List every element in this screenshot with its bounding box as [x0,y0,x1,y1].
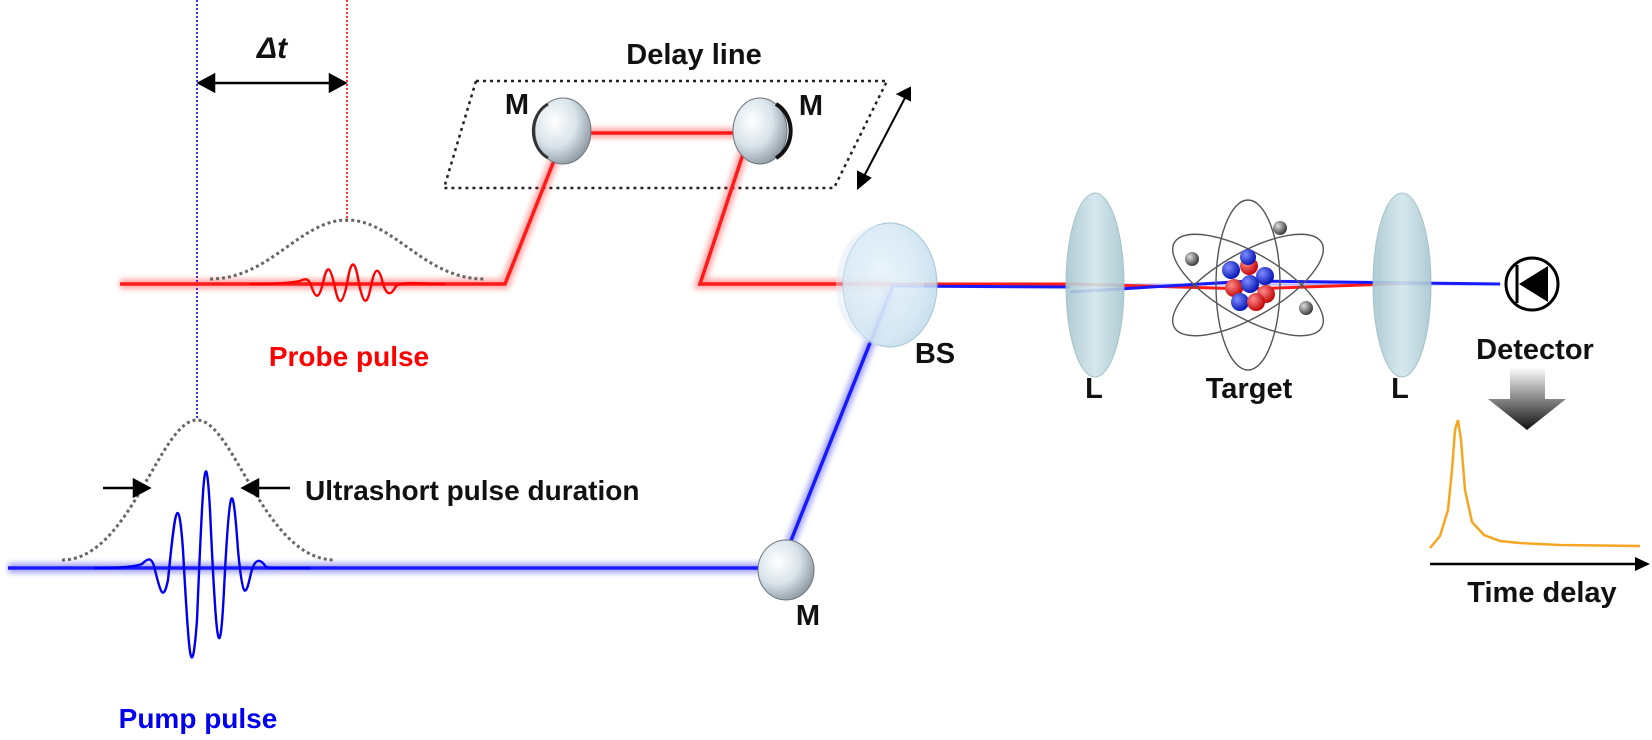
target-label: Target [1206,373,1293,405]
lens-right [1372,192,1432,378]
signal-curve [1429,419,1641,549]
down-arrow-icon [1488,367,1566,430]
beam-splitter [836,222,938,348]
time-axis-arrowhead [1635,557,1650,571]
lens-left [1065,192,1125,378]
mirror-bottom [757,539,815,601]
mirror-delay-right [732,97,793,165]
mirror-bottom-label: M [796,600,820,632]
detector-icon [1504,256,1560,312]
time-delay-label: Time delay [1467,577,1616,609]
delay-direction-arrow [857,86,911,191]
pump-pulse-label: Pump pulse [119,703,278,734]
beam-splitter-label: BS [915,338,955,370]
lens-right-label: L [1391,373,1409,405]
lens-left-label: L [1085,373,1103,405]
pump-beam [8,286,897,573]
probe-pulse-label: Probe pulse [269,341,429,372]
pump-pulse [61,418,336,659]
detector-label: Detector [1476,334,1594,366]
target-atom-icon [1171,199,1325,371]
delay-line-label: Delay line [626,39,761,71]
probe-pulse [209,218,485,303]
delta-t-label: Δt [256,32,289,65]
pulse-duration-arrows [103,477,290,499]
signal-plot [1429,419,1650,571]
mirror-delay-right-label: M [799,90,823,122]
mirror-delay-left-label: M [505,89,529,121]
mirror-delay-left [531,97,592,165]
delta-t-arrow [196,72,348,94]
delay-line-stage [442,79,890,190]
pulse-duration-label: Ultrashort pulse duration [305,475,639,506]
